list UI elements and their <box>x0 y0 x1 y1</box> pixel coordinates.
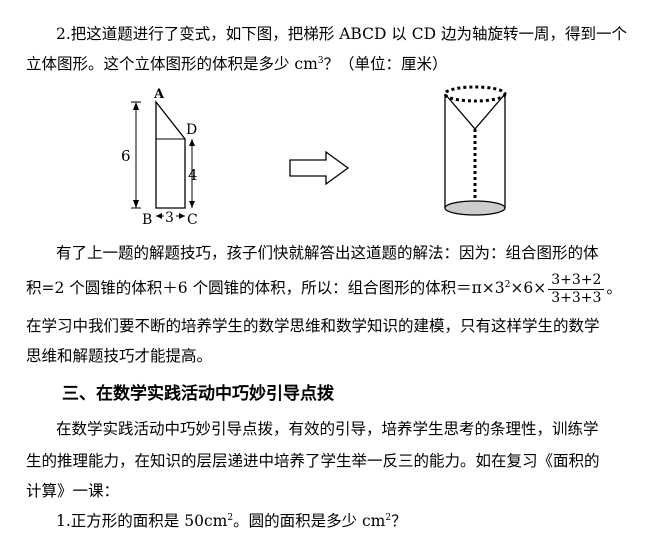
height-right-label: 4 <box>188 166 198 184</box>
problem2-line2: 立体图形。这个立体图形的体积是多少 cm3？（单位：厘米） <box>26 55 448 73</box>
practice-item1: 1.正方形的面积是 50cm2。圆的面积是多少 cm2？ <box>56 512 407 530</box>
trapezoid-figure: 6 4 3 A D B C <box>121 87 198 228</box>
height-left-label: 6 <box>121 147 131 165</box>
solution-line2: 积=2 个圆锥的体积＋6 个圆锥的体积，所以：组合图形的体积＝π×32×6×3+… <box>26 271 622 307</box>
base-label: 3 <box>165 210 174 226</box>
problem2-line1: 2.把这道题进行了变式，如下图，把梯形 ABCD 以 CD 边为轴旋转一周，得到… <box>56 25 627 43</box>
solution-line1: 有了上一题的解题技巧，孩子们快就解答出这道题的解法：因为：组合图形的体 <box>56 244 599 262</box>
section-heading: 三、在数学实践活动中巧妙引导点拨 <box>62 384 334 404</box>
solution-line4: 思维和解题技巧才能提高。 <box>26 347 213 365</box>
vertex-d-label: D <box>186 122 197 138</box>
practice-line1: 在数学实践活动中巧妙引导点拨，有效的引导，培养学生思考的条理性，训练学 <box>56 420 599 438</box>
solution-line3: 在学习中我们要不断的培养学生的数学思维和数学知识的建模，只有这样学生的数学 <box>26 317 600 335</box>
trapezoid <box>155 100 186 209</box>
vertex-c-label: C <box>187 212 198 228</box>
right-arrow-icon <box>289 150 350 186</box>
vertex-b-label: B <box>142 212 152 228</box>
solid-figure <box>443 85 507 216</box>
practice-line3: 计算》一课： <box>26 482 120 500</box>
practice-line2: 生的推理能力，在知识的层层递进中培养了学生举一反三的能力。如在复习《面积的 <box>26 452 600 470</box>
vertex-a-label: A <box>153 87 165 102</box>
